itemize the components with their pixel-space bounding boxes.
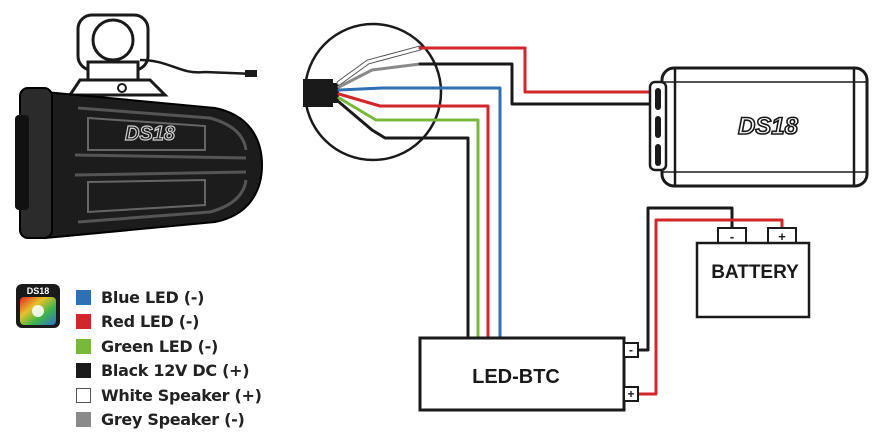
battery-label: BATTERY (711, 262, 799, 283)
amplifier: DS18 (648, 66, 869, 188)
legend-label: Red LED (-) (101, 312, 200, 332)
speaker-logo-text: DS18 (125, 123, 176, 145)
controller-pos-label: + (627, 387, 634, 401)
legend-item-white-speaker: White Speaker (+) (76, 383, 262, 408)
ds18-rgb-logo-icon: DS18 (16, 284, 60, 328)
wire-battery-pos (636, 218, 784, 396)
legend-swatch (76, 387, 91, 403)
legend-swatch (76, 314, 91, 330)
legend-swatch (76, 338, 91, 354)
battery-pos-label: + (778, 229, 786, 244)
wire-grey-speaker (337, 62, 422, 89)
legend-label: Grey Speaker (-) (101, 410, 245, 430)
wire-blue-led (337, 86, 502, 340)
legend-item-green-led: Green LED (-) (76, 334, 262, 359)
legend-label: Green LED (-) (101, 336, 219, 356)
legend-label: White Speaker (+) (101, 385, 262, 405)
wire-black-12v (337, 100, 470, 340)
wire-color-legend: Blue LED (-) Red LED (-) Green LED (-) B… (76, 285, 262, 432)
amplifier-logo-text: DS18 (738, 113, 799, 140)
speaker-pod-illustration: DS18 (15, 13, 264, 240)
legend-swatch (76, 363, 91, 379)
led-btc-controller: - + LED-BTC (418, 336, 639, 412)
legend-label: Black 12V DC (+) (101, 361, 250, 381)
legend-label: Blue LED (-) (101, 287, 205, 307)
controller-label: LED-BTC (472, 366, 560, 388)
svg-text:DS18: DS18 (27, 286, 50, 296)
controller-neg-label: - (629, 343, 633, 357)
legend-item-black-12v: Black 12V DC (+) (76, 359, 262, 384)
legend-swatch (76, 412, 91, 428)
wire-green-led (337, 96, 480, 340)
wire-red-led (337, 92, 490, 340)
wire-battery-neg (636, 206, 734, 352)
battery-neg-label: - (730, 229, 734, 244)
legend-swatch (76, 289, 91, 305)
battery: - + BATTERY (695, 227, 811, 319)
legend-item-blue-led: Blue LED (-) (76, 285, 262, 310)
legend-item-grey-speaker: Grey Speaker (-) (76, 408, 262, 433)
legend-item-red-led: Red LED (-) (76, 310, 262, 335)
connector-zoom-circle (303, 22, 443, 162)
wire-amp-red (418, 46, 652, 94)
wire-bundle (336, 45, 784, 396)
wire-amp-black (418, 62, 652, 106)
